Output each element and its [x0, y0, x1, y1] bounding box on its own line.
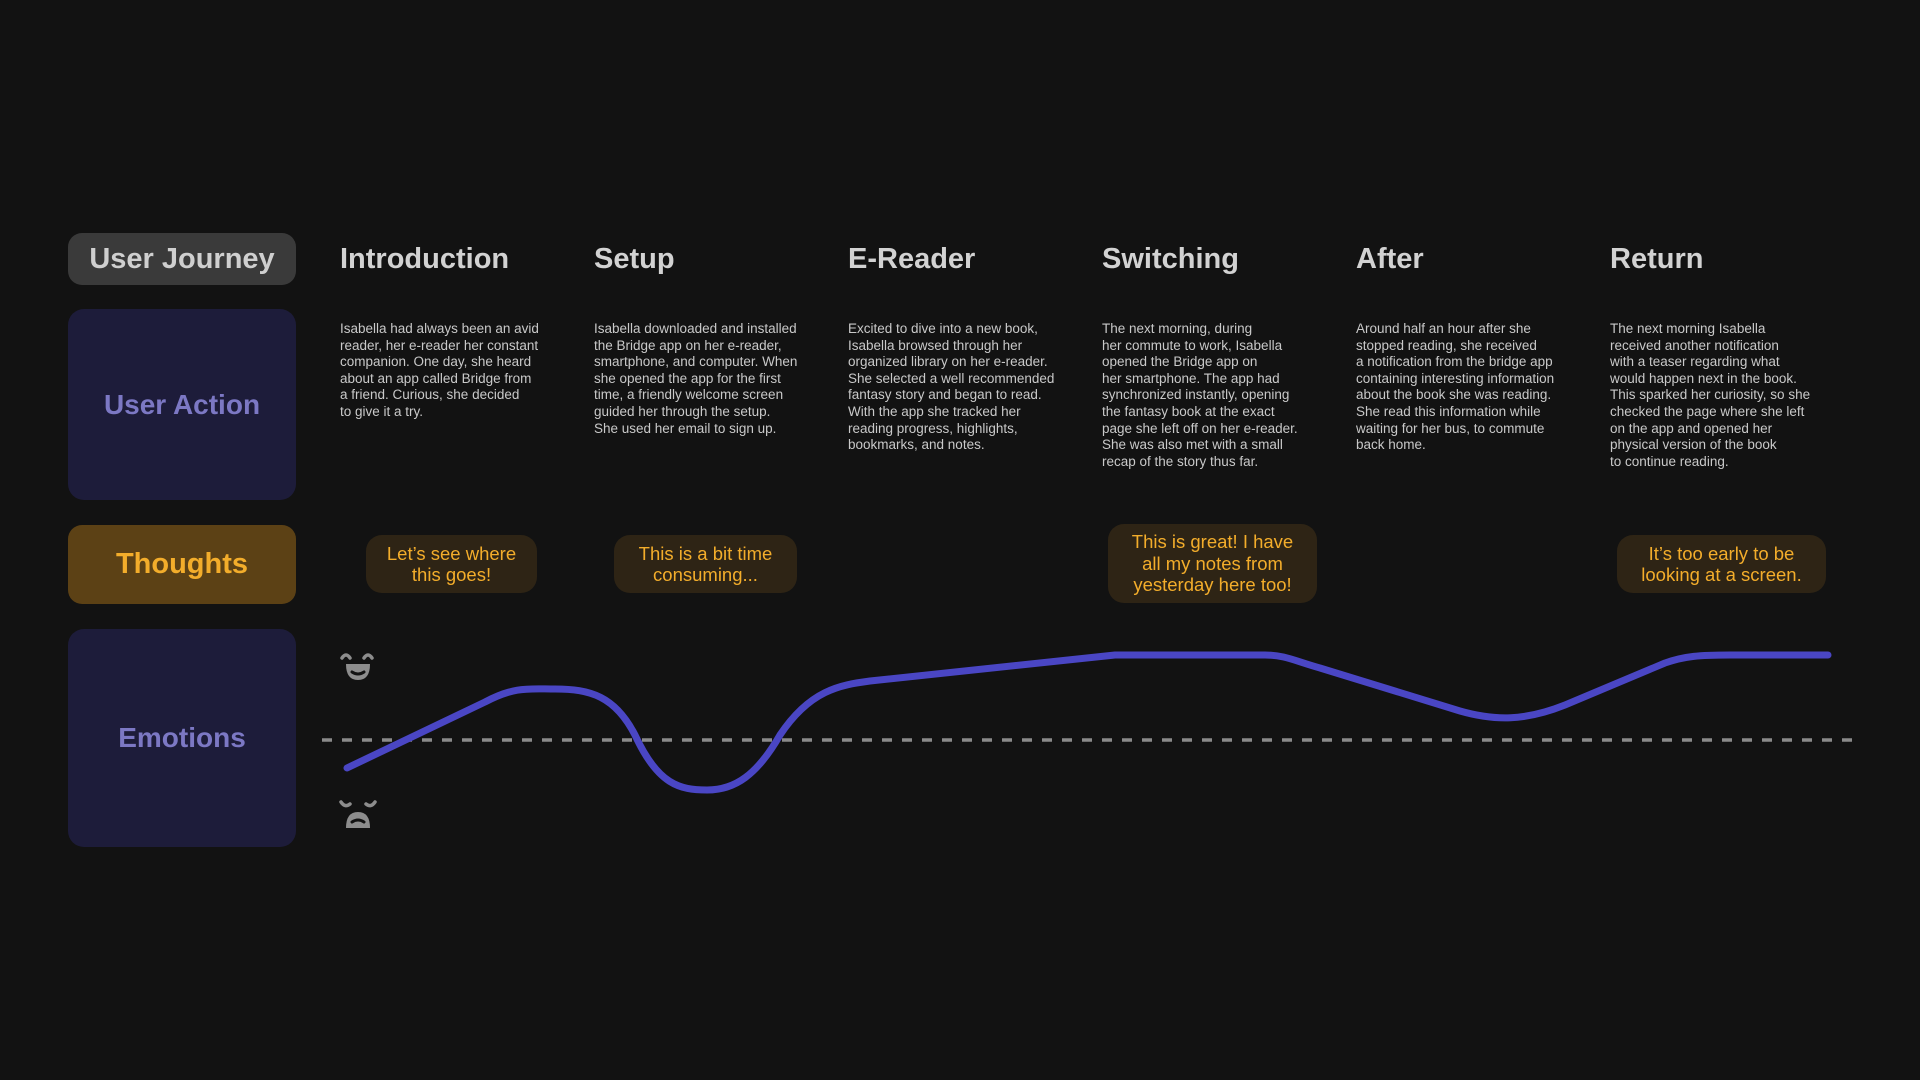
user-journey-label: User Journey — [68, 233, 296, 285]
emotions-label: Emotions — [68, 629, 296, 847]
sad-face-icon — [339, 800, 377, 828]
thoughts-label: Thoughts — [68, 525, 296, 604]
stage-description-e-reader: Excited to dive into a new book, Isabell… — [848, 321, 1055, 453]
stage-description-setup: Isabella downloaded and installed the Br… — [594, 321, 798, 436]
emotion-curve — [343, 651, 1832, 794]
happy-face-icon — [340, 653, 374, 680]
thought-bubble-introduction: Let’s see where this goes! — [366, 535, 537, 593]
stage-title-introduction: Introduction — [340, 243, 510, 275]
stage-title-return: Return — [1610, 243, 1704, 275]
user-action-label: User Action — [68, 309, 296, 500]
stage-description-introduction: Isabella had always been an avid reader,… — [340, 321, 539, 419]
stage-title-after: After — [1356, 243, 1424, 275]
thought-bubble-return: It’s too early to be looking at a screen… — [1617, 535, 1826, 593]
stage-title-e-reader: E-Reader — [848, 243, 976, 275]
thought-bubble-setup: This is a bit time consuming... — [614, 535, 797, 593]
thought-bubble-switching: This is great! I have all my notes from … — [1108, 524, 1317, 603]
stage-title-switching: Switching — [1102, 243, 1239, 275]
stage-description-switching: The next morning, during her commute to … — [1102, 321, 1298, 469]
stage-title-setup: Setup — [594, 243, 675, 275]
stage-description-return: The next morning Isabella received anoth… — [1610, 321, 1811, 469]
stage-description-after: Around half an hour after she stopped re… — [1356, 321, 1555, 453]
